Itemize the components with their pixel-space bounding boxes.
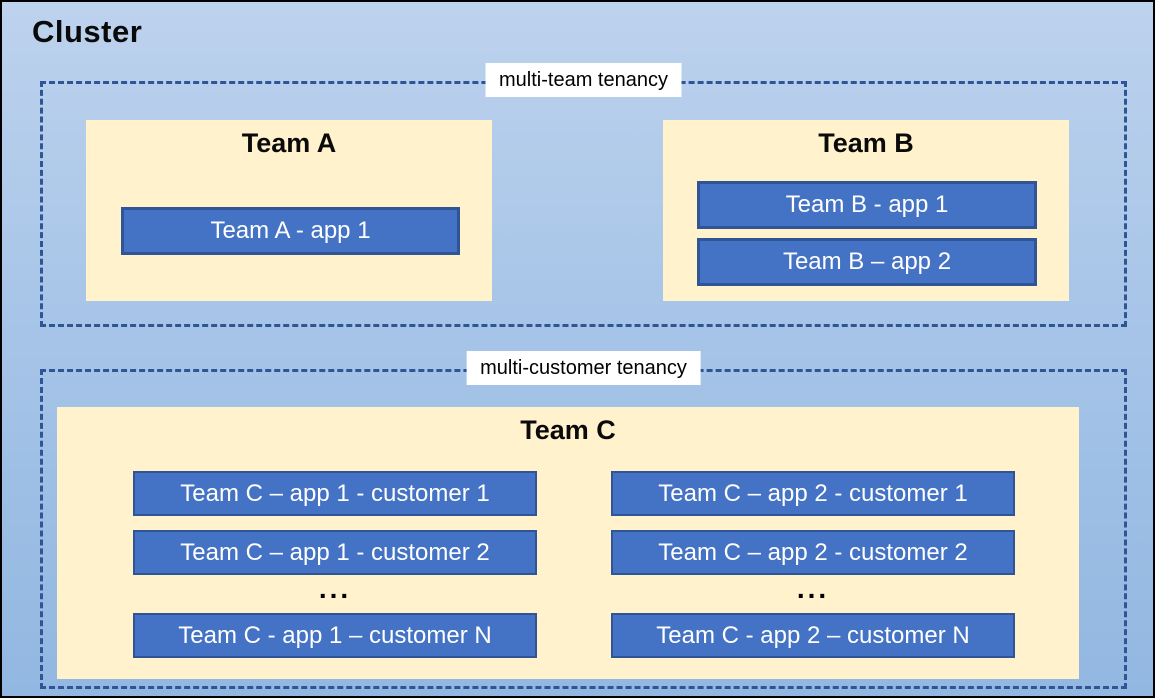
- team-c-app2-customerN-box: Team C - app 2 – customer N: [611, 613, 1015, 658]
- team-c-app1-ellipsis: ...: [318, 573, 352, 604]
- team-b-title: Team B: [818, 128, 914, 158]
- team-c-app2-customer1-box: Team C – app 2 - customer 1: [611, 471, 1015, 516]
- team-b-box: Team B Team B - app 1 Team B – app 2: [663, 120, 1069, 301]
- multi-team-tenancy-label: multi-team tenancy: [485, 63, 682, 97]
- team-a-box: Team A Team A - app 1: [86, 120, 492, 301]
- team-c-app1-customer2-box: Team C – app 1 - customer 2: [133, 530, 537, 575]
- multi-team-tenancy-group: multi-team tenancy Team A Team A - app 1…: [40, 63, 1127, 327]
- team-c-app2-ellipsis: ...: [796, 573, 830, 604]
- team-a-app-1-box: Team A - app 1: [121, 207, 460, 255]
- multi-customer-tenancy-label: multi-customer tenancy: [466, 351, 701, 385]
- team-c-app-1-column: Team C – app 1 - customer 1 Team C – app…: [133, 407, 537, 679]
- multi-customer-tenancy-group: multi-customer tenancy Team C Team C – a…: [40, 351, 1127, 689]
- cluster-title: Cluster: [32, 14, 143, 49]
- team-a-title: Team A: [241, 128, 337, 158]
- team-b-app-2-box: Team B – app 2: [697, 238, 1037, 286]
- team-c-app-2-column: Team C – app 2 - customer 1 Team C – app…: [611, 407, 1015, 679]
- team-c-title: Team C: [520, 415, 616, 445]
- team-c-app1-customer1-box: Team C – app 1 - customer 1: [133, 471, 537, 516]
- team-c-box: Team C Team C – app 1 - customer 1 Team …: [57, 407, 1079, 679]
- team-b-app-1-box: Team B - app 1: [697, 181, 1037, 229]
- team-c-app2-customer2-box: Team C – app 2 - customer 2: [611, 530, 1015, 575]
- team-c-app1-customerN-box: Team C - app 1 – customer N: [133, 613, 537, 658]
